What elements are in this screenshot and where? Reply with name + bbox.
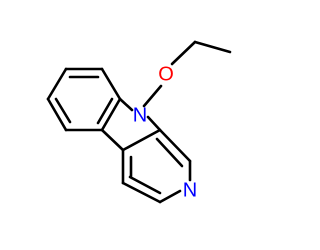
bond <box>118 97 134 112</box>
ether-oxygen-label: O <box>158 63 174 85</box>
structure-canvas: N N O <box>46 40 232 204</box>
bond <box>128 175 162 195</box>
bond <box>46 67 68 101</box>
bond <box>158 128 192 163</box>
bond-lines <box>46 40 232 204</box>
bond <box>54 97 72 124</box>
bond <box>193 40 232 54</box>
bond <box>100 128 125 152</box>
bond <box>46 97 68 132</box>
molecule-diagram: N N O <box>46 40 232 204</box>
bond <box>142 84 163 108</box>
bond <box>100 97 122 132</box>
pyridine-nitrogen-label: N <box>183 179 197 201</box>
ring-nitrogen-label: N <box>133 104 147 126</box>
bond <box>146 115 162 132</box>
bond <box>121 128 162 152</box>
bond <box>96 97 114 125</box>
bond <box>100 67 122 101</box>
bond <box>121 181 162 204</box>
bond <box>158 189 182 204</box>
bond <box>155 137 184 168</box>
bond <box>170 40 197 66</box>
